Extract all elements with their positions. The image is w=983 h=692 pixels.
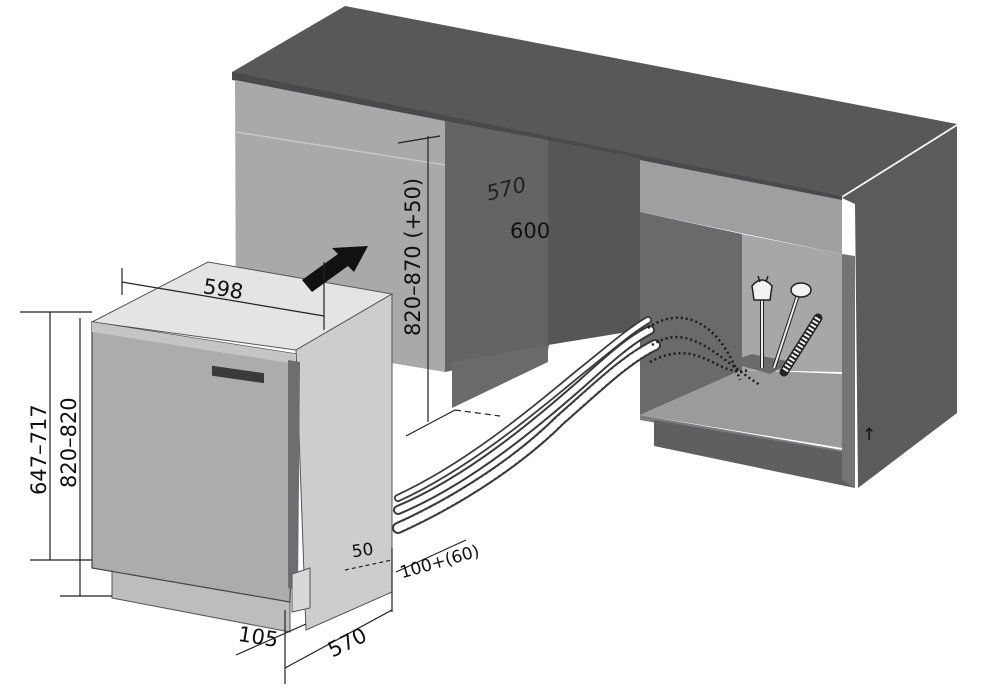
dimension-label-back-gap: 50 <box>351 539 375 562</box>
hose-route-dotted-2 <box>651 335 761 387</box>
dimension-label-appliance-depth: 570 <box>324 623 371 662</box>
control-panel-display <box>212 365 264 384</box>
sink-cabinet-plinth <box>654 420 855 488</box>
niche-back-wall <box>548 140 640 345</box>
left-cabinet-base <box>452 345 548 408</box>
hose-route-dotted-3 <box>649 352 749 373</box>
water-inlet-hose-icon <box>772 282 812 369</box>
dimension-label-panel-height: 647–717 <box>27 404 51 495</box>
dimension-lines <box>20 135 501 684</box>
cabinet-right-end-panel <box>842 126 957 488</box>
plinth-notch <box>291 567 311 613</box>
power-plug-icon <box>751 275 773 368</box>
dishwasher-control-strip <box>92 322 296 364</box>
insert-arrow-icon <box>302 246 368 292</box>
dimension-label-niche-width: 600 <box>510 219 550 243</box>
dimension-label-appliance-height: 820–820 <box>57 397 81 488</box>
right-cabinet-side <box>842 254 855 488</box>
hose-bundle <box>392 275 823 534</box>
sink-cabinet-floor <box>640 370 842 448</box>
left-cabinet-inner-side <box>445 121 552 372</box>
dimension-label-niche-height: 820–870 (+50) <box>401 178 425 336</box>
right-panel-mark: ↑ <box>862 425 876 445</box>
door-edge-strip <box>288 360 300 590</box>
dimension-label-hose-clearance: 100+(60) <box>398 542 482 584</box>
countertop-top <box>232 6 957 196</box>
hose-route-dotted-1 <box>647 316 742 381</box>
drain-hose-icon <box>779 313 823 377</box>
right-cabinet-top-rail <box>640 160 842 254</box>
dimension-label-plinth-height: 105 <box>237 622 280 652</box>
dishwasher-appliance <box>90 261 394 633</box>
left-cabinet-drawer-line <box>235 131 446 166</box>
dishwasher-door <box>91 321 297 603</box>
sink-cabinet-back-wall <box>742 234 842 372</box>
